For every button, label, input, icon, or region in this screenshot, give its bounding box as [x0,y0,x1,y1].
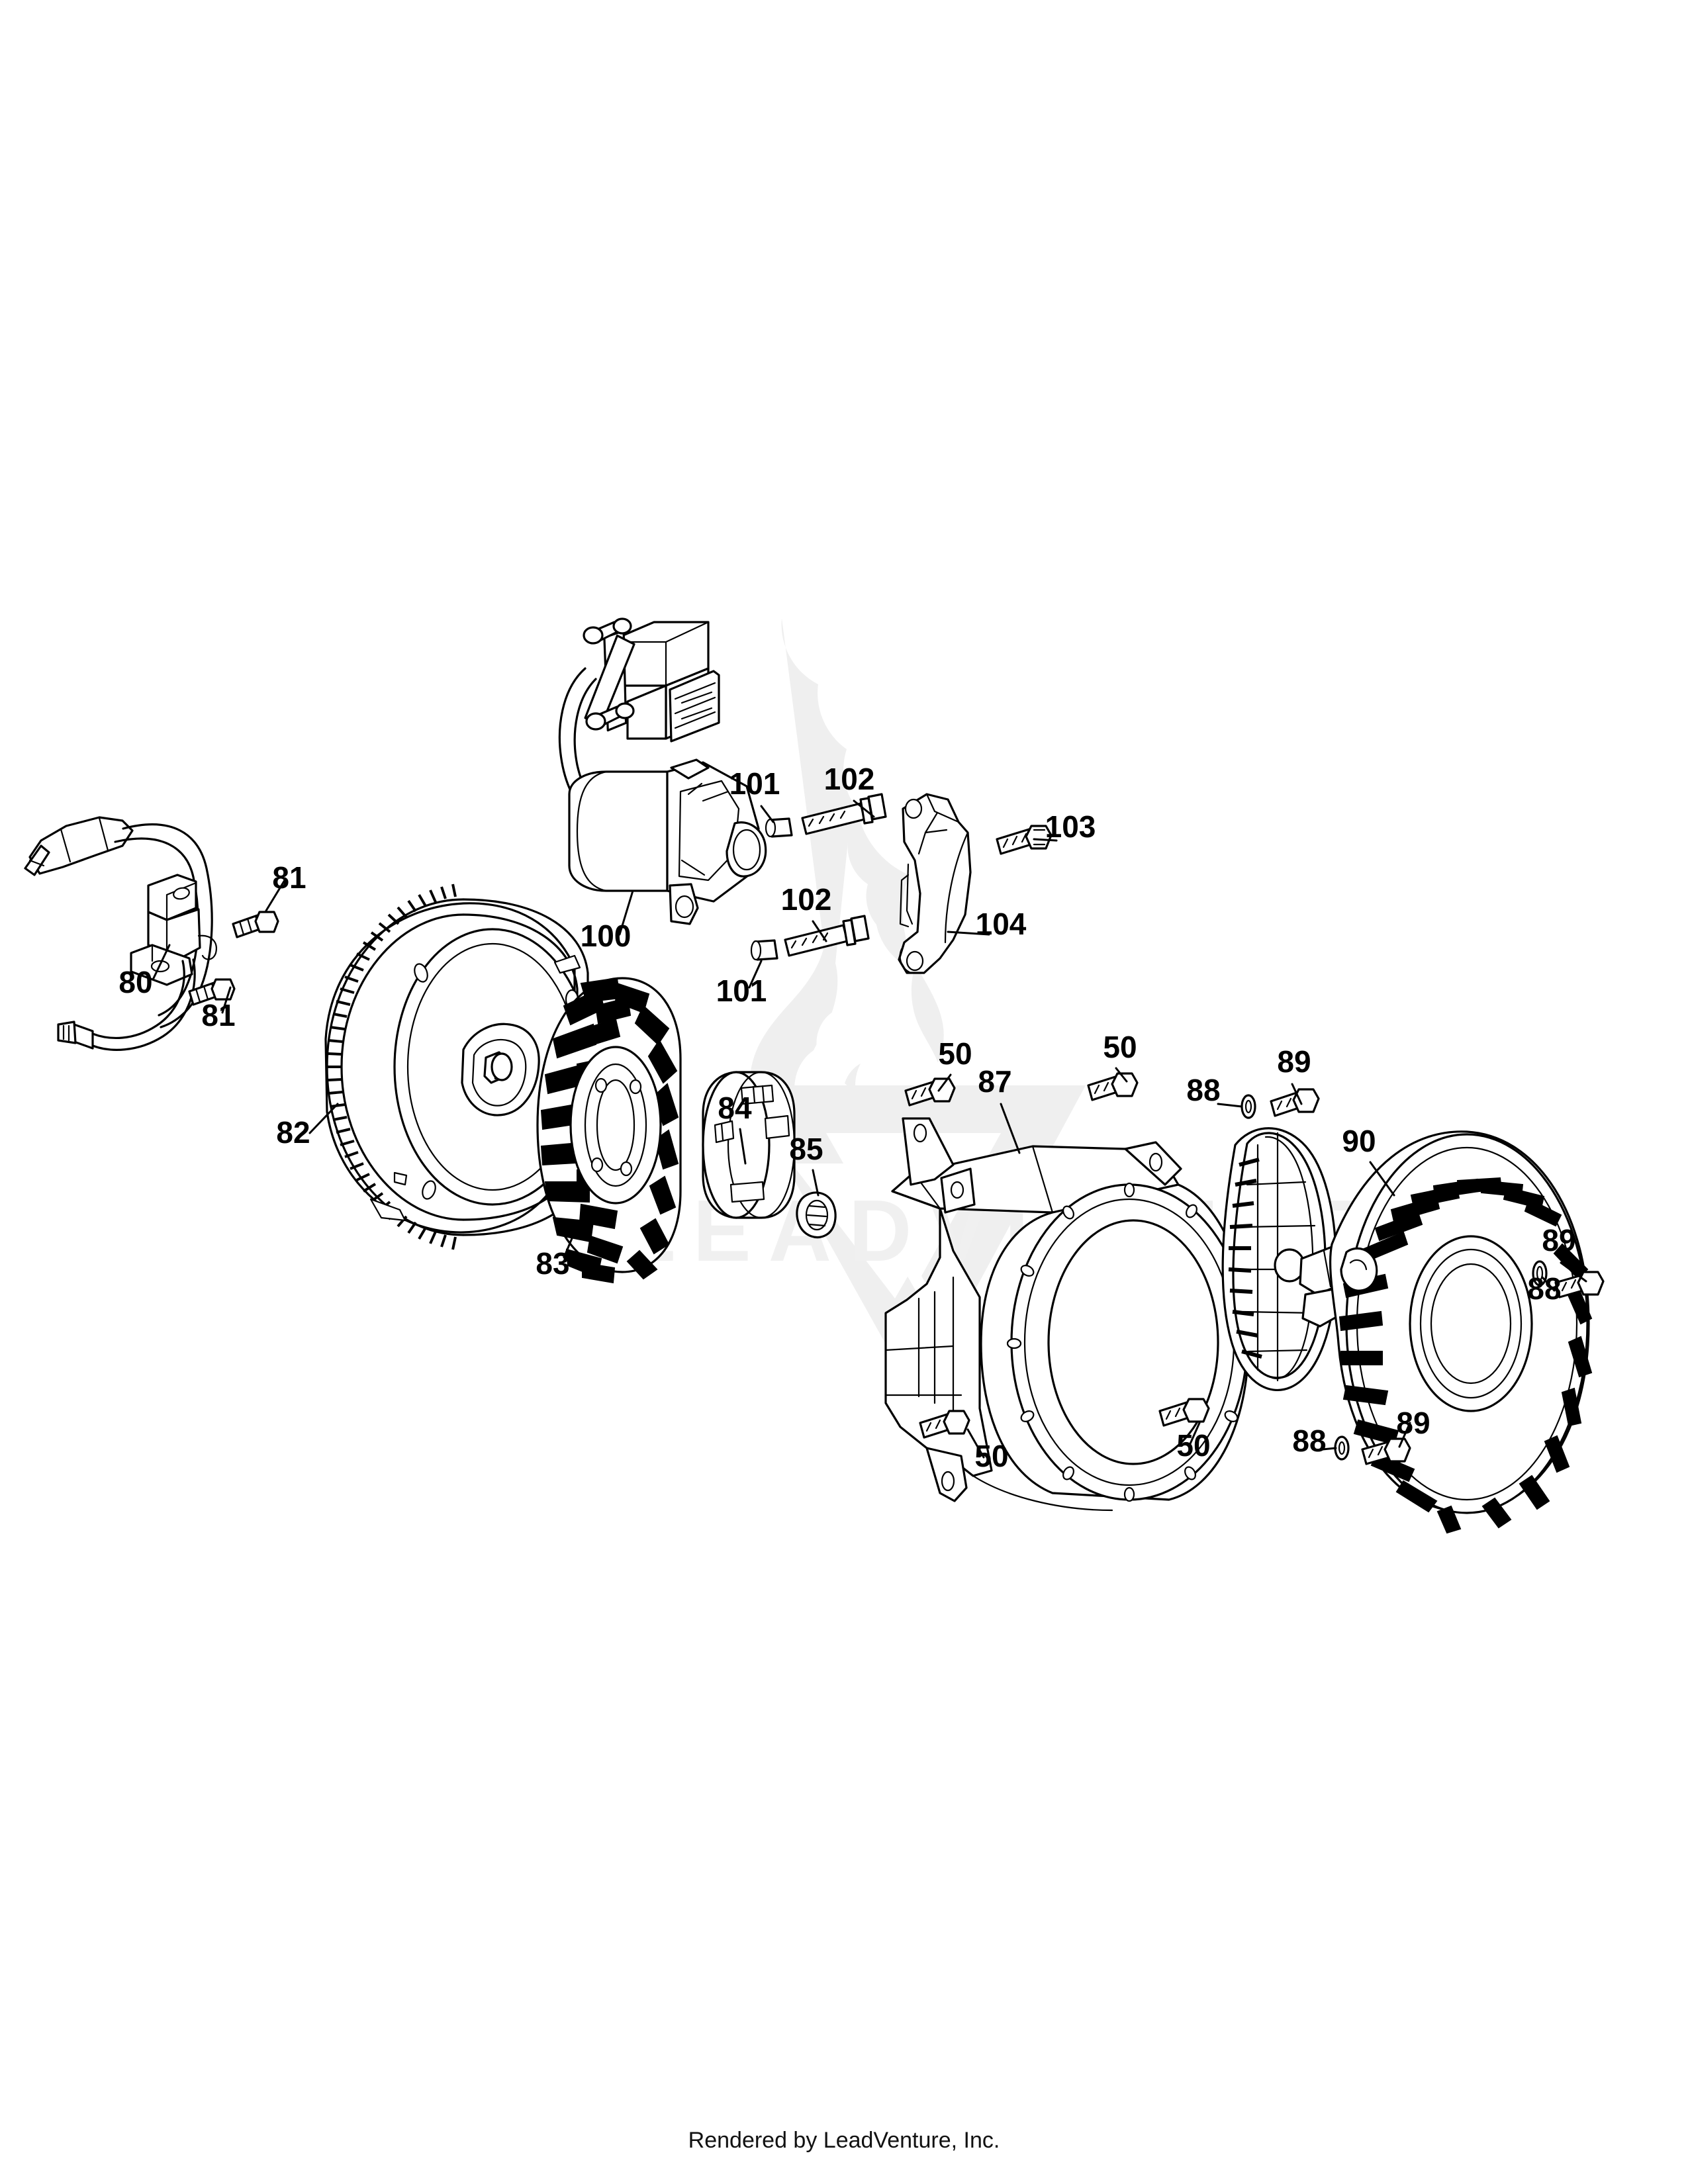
footer-credit: Rendered by LeadVenture, Inc. [688,2128,1000,2153]
recoil-screw-bottom [1361,1437,1411,1465]
callout-88-flat-washer[interactable]: 88 [1292,1424,1326,1458]
callout-90-recoil-starter-assembly[interactable]: 90 [1342,1124,1376,1158]
ring-gear-teeth [327,884,457,1250]
callout-84-starter-cup[interactable]: 84 [718,1091,752,1125]
recoil-starter-cover [1329,1130,1593,1534]
callout-88-flat-washer[interactable]: 88 [1186,1073,1220,1107]
housing-screw-top-left [904,1077,956,1107]
flywheel-with-ring-gear [324,884,592,1250]
recoil-rope-pulley [1221,1127,1348,1391]
starter-mounting-bolt-lower [784,915,870,957]
callout-83-cooling-fan[interactable]: 83 [536,1246,569,1281]
housing-screw-top-right [1087,1072,1139,1101]
bracket-bolt [996,825,1053,855]
callout-85-flywheel-nut[interactable]: 85 [789,1132,823,1166]
recoil-starter-assembly [1221,1127,1593,1534]
housing-screw-bottom-right [1158,1398,1210,1427]
callout-103-bracket-bolt[interactable]: 103 [1045,809,1096,844]
starter-spacer-lower [750,939,778,961]
recoil-cover-vents [1338,1177,1593,1534]
callout-101-starter-spacer[interactable]: 101 [729,766,780,801]
callout-50-housing-screw[interactable]: 50 [938,1036,972,1071]
callout-102-starter-mounting-bolt[interactable]: 102 [781,882,832,917]
callout-82-flywheel-with-ring-gear[interactable]: 82 [276,1115,310,1150]
housing-screw-bottom-left [919,1410,970,1439]
callout-50-housing-screw[interactable]: 50 [974,1439,1008,1473]
callout-50-housing-screw[interactable]: 50 [1176,1428,1210,1463]
starter-mounting-bolt-upper [801,793,887,835]
recoil-screw-right [1554,1271,1605,1298]
callout-88-flat-washer[interactable]: 88 [1527,1271,1561,1306]
recoil-rope-winding [1228,1158,1262,1359]
callout-50-housing-screw[interactable]: 50 [1103,1030,1137,1064]
callout-89-recoil-starter-screw[interactable]: 89 [1277,1044,1311,1079]
starter-support-bracket [898,793,972,974]
callout-81-coil-mounting-bolt[interactable]: 81 [201,998,235,1032]
callout-100-electric-starter-motor[interactable]: 100 [581,919,632,953]
recoil-screw-top [1270,1088,1320,1117]
starter-spacer-upper [765,817,793,838]
ignition-coil-assembly [24,816,217,1051]
shroud-bolt-holes [1006,1182,1252,1502]
leader-lines [152,799,1587,1459]
callout-81-coil-mounting-bolt[interactable]: 81 [272,860,306,895]
flywheel-nut [796,1191,837,1239]
callout-80-ignition-coil-module[interactable]: 80 [118,965,152,999]
cooling-fan [536,977,682,1284]
callout-102-starter-mounting-bolt[interactable]: 102 [824,762,875,796]
flat-washer-top [1241,1094,1256,1119]
coil-mounting-bolt-upper [232,911,279,938]
callout-104-starter-support-bracket[interactable]: 104 [976,907,1027,941]
coil-mounting-bolt-lower [188,978,236,1006]
callout-89-recoil-starter-screw[interactable]: 89 [1542,1223,1575,1257]
leadventure-flame-logo-icon [749,618,944,1146]
electric-starter-motor-assembly [558,617,767,925]
starter-cup [702,1071,796,1219]
callout-89-recoil-starter-screw[interactable]: 89 [1396,1406,1430,1440]
callout-87-blower-housing[interactable]: 87 [978,1064,1011,1099]
callout-101-starter-spacer[interactable]: 101 [716,974,767,1008]
